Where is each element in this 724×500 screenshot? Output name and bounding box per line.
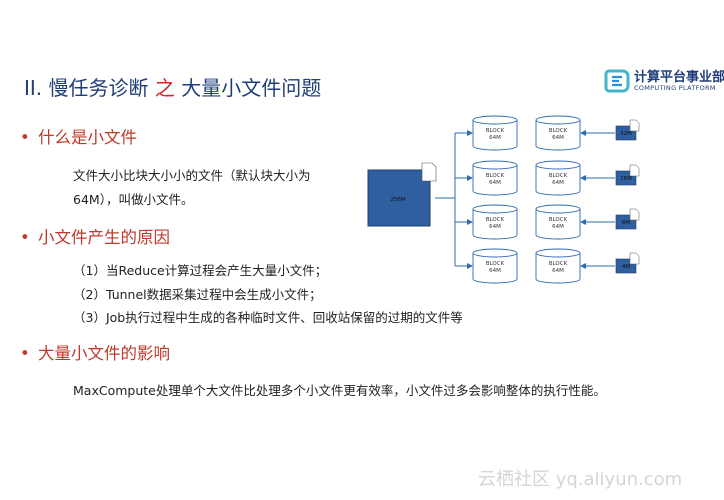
- block-size-label: 64M: [552, 224, 564, 230]
- block-size-label: 64M: [489, 268, 501, 274]
- small-file-icon: 32M: [615, 119, 640, 141]
- block-size-label: 64M: [552, 135, 564, 141]
- watermark: 云栖社区 yq.aliyun.com: [478, 469, 683, 490]
- bullet-dot-icon: •: [20, 128, 30, 147]
- small-file-label: 32M: [620, 131, 632, 137]
- small-file-column: 32M 16M 8M 4M: [615, 119, 640, 274]
- section-1-line-1: 文件大小比块大小小的文件（默认块大小为: [73, 168, 311, 183]
- logo-mark-icon: [604, 69, 630, 93]
- small-file-label: 16M: [620, 176, 632, 182]
- section-heading-3: • 大量小文件的影响: [20, 340, 170, 364]
- block-label: BLOCK: [486, 217, 505, 223]
- block-label: BLOCK: [549, 261, 568, 267]
- section-heading-text: 小文件产生的原因: [38, 228, 170, 247]
- section-2-line-2: （2）Tunnel数据采集过程中会生成小文件；: [73, 287, 322, 302]
- title-suffix: 大量小文件问题: [181, 76, 322, 100]
- block-label: BLOCK: [486, 173, 505, 179]
- block-size-label: 64M: [552, 268, 564, 274]
- block-label: BLOCK: [549, 128, 568, 134]
- title-prefix: II. 慢任务诊断: [24, 76, 149, 100]
- logo-name: 计算平台事业部: [634, 70, 724, 85]
- block-size-label: 64M: [489, 224, 501, 230]
- section-heading-text: 大量小文件的影响: [38, 344, 170, 363]
- section-heading-1: • 什么是小文件: [20, 124, 137, 148]
- small-file-label: 4M: [622, 264, 630, 270]
- bullet-dot-icon: •: [20, 344, 30, 363]
- section-3-line-1: MaxCompute处理单个大文件比处理多个小文件更有效率，小文件过多会影响整体…: [73, 383, 606, 398]
- block-size-label: 64M: [552, 180, 564, 186]
- big-file-label: 256M: [390, 197, 405, 203]
- block-label: BLOCK: [549, 217, 568, 223]
- section-2-line-3: （3）Job执行过程中生成的各种临时文件、回收站保留的过期的文件等: [73, 310, 463, 325]
- bullet-dot-icon: •: [20, 228, 30, 247]
- small-file-icon: 8M: [615, 208, 640, 230]
- block-label: BLOCK: [549, 173, 568, 179]
- section-heading-2: • 小文件产生的原因: [20, 224, 170, 248]
- connector-lines: [435, 130, 473, 269]
- small-file-icon: 16M: [615, 164, 640, 186]
- small-file-icon: 4M: [615, 252, 640, 274]
- small-file-label: 8M: [622, 220, 630, 226]
- block-size-label: 64M: [489, 135, 501, 141]
- section-1-line-2: 64M），叫做小文件。: [73, 192, 194, 207]
- slide-title: II. 慢任务诊断 之 大量小文件问题: [24, 72, 321, 101]
- section-2-line-1: （1）当Reduce计算过程会产生大量小文件；: [73, 263, 328, 278]
- block-size-label: 64M: [489, 180, 501, 186]
- big-file-icon: 256M: [367, 162, 437, 227]
- logo-subtitle: COMPUTING PLATFORM: [634, 84, 716, 92]
- title-connector: 之: [148, 76, 182, 100]
- block-label: BLOCK: [486, 261, 505, 267]
- brand-logo: 计算平台事业部 COMPUTING PLATFORM: [603, 66, 724, 98]
- block-label: BLOCK: [486, 128, 505, 134]
- section-heading-text: 什么是小文件: [38, 128, 137, 147]
- small-file-arrows: [580, 130, 615, 269]
